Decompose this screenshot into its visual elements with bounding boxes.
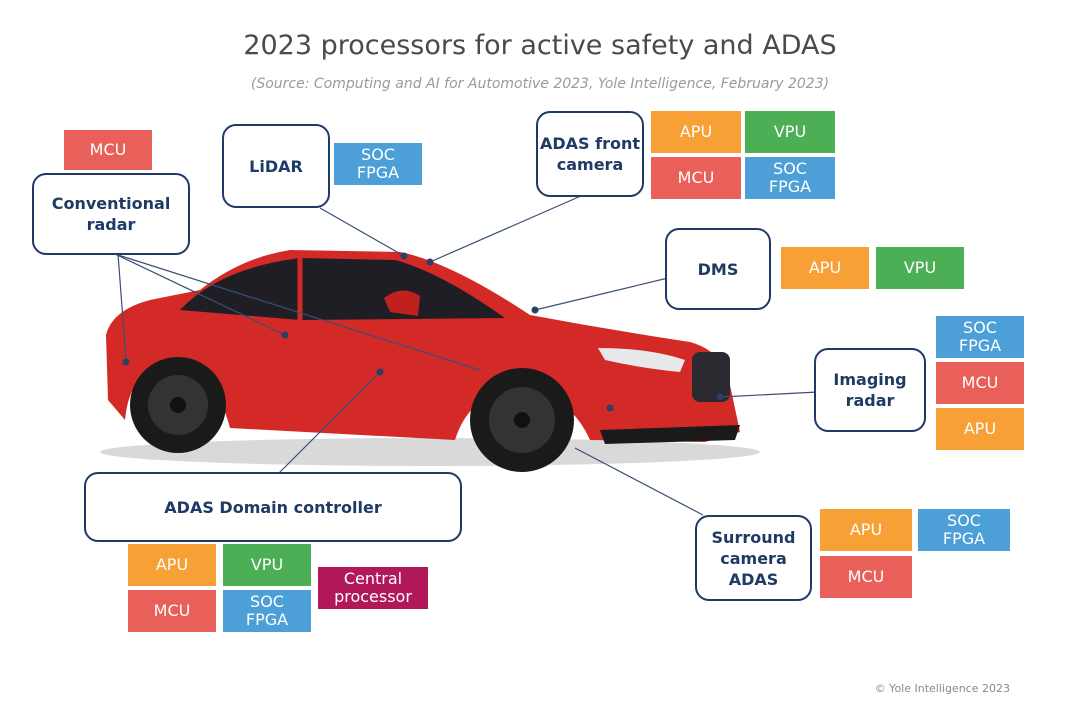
diagram-subtitle: (Source: Computing and AI for Automotive… [250,76,830,92]
front-camera-mcu-tag: MCU [651,157,741,199]
front-splitter [600,425,740,444]
dms-vpu-tag: VPU [876,247,964,289]
front-grille [692,352,730,402]
conventional-radar-mcu-tag: MCU [64,130,152,170]
front-camera-vpu-tag: VPU [745,111,835,153]
domain-controller-soc-fpga-tag: SOC FPGA [223,590,311,632]
domain-controller-apu-tag: APU [128,544,216,586]
headlight [598,348,685,372]
dms-box: DMS [665,228,771,310]
domain-controller-mcu-tag: MCU [128,590,216,632]
surround-camera-soc-fpga-tag: SOC FPGA [918,509,1010,551]
front-wheel [470,368,574,472]
surround-camera-mcu-tag: MCU [820,556,912,598]
imaging-radar-mcu-tag: MCU [936,362,1024,404]
adas-domain-controller-box: ADAS Domain controller [84,472,462,542]
adas-front-camera-box: ADAS front camera [536,111,644,197]
imaging-radar-apu-tag: APU [936,408,1024,450]
rear-wheel [130,357,226,453]
imaging-radar-box: Imaging radar [814,348,926,432]
imaging-radar-soc-fpga-tag: SOC FPGA [936,316,1024,358]
conventional-radar-box: Conventional radar [32,173,190,255]
car-windows [180,258,505,320]
lidar-soc-fpga-tag: SOC FPGA [334,143,422,185]
central-processor-tag: Central processor [318,567,428,609]
connector-lines [114,191,819,516]
surround-camera-apu-tag: APU [820,509,912,551]
domain-controller-vpu-tag: VPU [223,544,311,586]
lidar-box: LiDAR [222,124,330,208]
side-mirror [384,290,420,316]
sensor-dots [122,252,724,412]
front-camera-apu-tag: APU [651,111,741,153]
surround-camera-adas-box: Surround camera ADAS [695,515,812,601]
dms-apu-tag: APU [781,247,869,289]
diagram-title: 2023 processors for active safety and AD… [243,30,837,61]
copyright-notice: © Yole Intelligence 2023 [874,682,1010,695]
front-camera-soc-fpga-tag: SOC FPGA [745,157,835,199]
